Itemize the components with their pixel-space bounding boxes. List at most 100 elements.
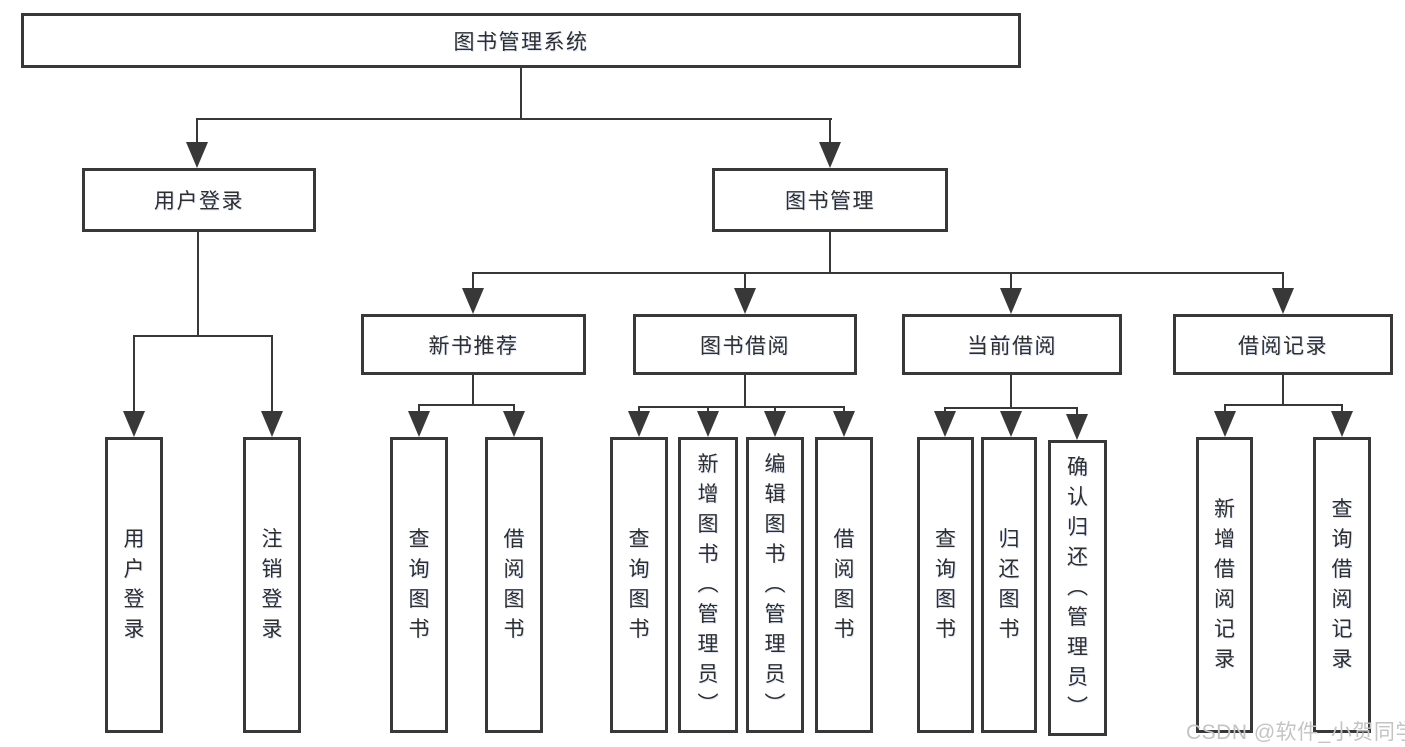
leaf-label-char: 归 bbox=[998, 528, 1020, 551]
leaf-label-char: 查 bbox=[935, 528, 956, 551]
leaf-label-char: ︶ bbox=[1067, 696, 1088, 719]
leaf-current-return-books: 归还图书 bbox=[981, 437, 1037, 733]
connector bbox=[1010, 375, 1012, 409]
arrowhead-down-icon bbox=[697, 411, 719, 437]
connector bbox=[1076, 407, 1078, 415]
node-book-mgmt-label: 图书管理 bbox=[785, 190, 875, 213]
leaf-label-char: 录 bbox=[123, 618, 145, 641]
node-root: 图书管理系统 bbox=[21, 13, 1021, 68]
connector bbox=[472, 272, 1284, 274]
connector bbox=[744, 375, 746, 408]
leaf-label-char: 销 bbox=[261, 558, 283, 581]
leaf-newbook-borrow-books: 借阅图书 bbox=[485, 437, 543, 733]
leaf-user-login: 用户登录 bbox=[105, 437, 163, 733]
leaf-label-char: 阅 bbox=[833, 558, 855, 581]
connector bbox=[638, 406, 640, 415]
leaf-label-char: 户 bbox=[123, 558, 145, 581]
leaf-label-char: 询 bbox=[935, 558, 956, 581]
leaf-label-char: 借 bbox=[1331, 558, 1353, 581]
arrowhead-down-icon bbox=[1066, 414, 1088, 440]
leaf-label-char: 书 bbox=[503, 618, 525, 641]
leaf-current-query-books: 查询图书 bbox=[917, 437, 974, 733]
connector bbox=[843, 406, 845, 415]
node-user-login-label: 用户登录 bbox=[154, 190, 244, 213]
connector bbox=[472, 375, 474, 406]
leaf-label-char: 管 bbox=[1067, 606, 1088, 629]
node-book-mgmt: 图书管理 bbox=[712, 168, 948, 232]
node-book-borrow: 图书借阅 bbox=[633, 314, 857, 375]
arrowhead-down-icon bbox=[1272, 288, 1294, 314]
arrowhead-down-icon bbox=[819, 142, 841, 168]
leaf-label-char: 增 bbox=[1214, 528, 1235, 551]
arrowhead-down-icon bbox=[1331, 411, 1353, 437]
leaf-label-char: 书 bbox=[764, 543, 786, 566]
leaf-label-char: 查 bbox=[628, 528, 650, 551]
leaf-label-char: 登 bbox=[261, 588, 283, 611]
leaf-label-char: ︵ bbox=[1067, 576, 1088, 599]
leaf-label-char: 管 bbox=[764, 603, 786, 626]
leaf-label-char: 借 bbox=[1214, 558, 1235, 581]
leaf-label-char: ︶ bbox=[697, 693, 719, 716]
connector bbox=[271, 335, 273, 413]
leaf-label-char: 登 bbox=[123, 588, 145, 611]
leaf-label-char: 图 bbox=[833, 588, 855, 611]
leaf-label-char: 阅 bbox=[1214, 588, 1235, 611]
leaf-records-query-record: 查询借阅记录 bbox=[1313, 437, 1371, 733]
leaf-label-char: 辑 bbox=[764, 483, 786, 506]
leaf-label-char: 用 bbox=[123, 528, 145, 551]
leaf-label-char: ︶ bbox=[764, 693, 786, 716]
connector bbox=[1224, 404, 1343, 406]
connector bbox=[1341, 404, 1343, 415]
arrowhead-down-icon bbox=[1000, 411, 1022, 437]
leaf-label-char: 注 bbox=[261, 528, 283, 551]
connector bbox=[197, 232, 199, 335]
leaf-label-char: 书 bbox=[408, 618, 430, 641]
leaf-label-char: 图 bbox=[697, 513, 719, 536]
leaf-label-char: 书 bbox=[697, 543, 719, 566]
leaf-label-char: 认 bbox=[1067, 486, 1088, 509]
arrowhead-down-icon bbox=[503, 411, 525, 437]
connector bbox=[513, 404, 515, 415]
leaf-label-char: 员 bbox=[764, 663, 786, 686]
node-borrow-records: 借阅记录 bbox=[1173, 314, 1393, 375]
leaf-label-char: 书 bbox=[935, 618, 956, 641]
leaf-label-char: ︵ bbox=[697, 573, 719, 596]
arrowhead-down-icon bbox=[628, 411, 650, 437]
leaf-newbook-query-books: 查询图书 bbox=[390, 437, 448, 733]
connector bbox=[472, 272, 474, 290]
node-root-label: 图书管理系统 bbox=[453, 30, 589, 54]
connector bbox=[418, 404, 420, 415]
connector bbox=[707, 406, 709, 415]
arrowhead-down-icon bbox=[833, 411, 855, 437]
leaf-label-char: ︵ bbox=[764, 573, 786, 596]
leaf-records-add-record: 新增借阅记录 bbox=[1196, 437, 1253, 733]
leaf-label-char: 借 bbox=[503, 528, 525, 551]
leaf-label-char: 理 bbox=[764, 633, 786, 656]
arrowhead-down-icon bbox=[1000, 288, 1022, 314]
node-current-borrow: 当前借阅 bbox=[902, 314, 1122, 375]
leaf-label-char: 查 bbox=[408, 528, 430, 551]
leaf-label-char: 查 bbox=[1331, 498, 1353, 521]
leaf-borrow-borrow-books: 借阅图书 bbox=[815, 437, 873, 733]
connector bbox=[1224, 404, 1226, 415]
leaf-label-char: 录 bbox=[1214, 648, 1235, 671]
leaf-label-char: 图 bbox=[408, 588, 430, 611]
node-borrow-records-label: 借阅记录 bbox=[1238, 334, 1328, 358]
node-new-book-rec: 新书推荐 bbox=[361, 314, 586, 375]
leaf-label-char: 员 bbox=[1067, 666, 1088, 689]
connector bbox=[133, 335, 135, 413]
connector bbox=[944, 407, 1078, 409]
leaf-label-char: 借 bbox=[833, 528, 855, 551]
connector bbox=[196, 118, 198, 146]
node-book-borrow-label: 图书借阅 bbox=[700, 334, 790, 358]
connector bbox=[638, 406, 845, 408]
arrowhead-down-icon bbox=[123, 411, 145, 437]
leaf-label-char: 新 bbox=[697, 453, 719, 476]
arrowhead-down-icon bbox=[261, 411, 283, 437]
connector bbox=[1282, 375, 1284, 406]
connector bbox=[1282, 272, 1284, 290]
node-current-borrow-label: 当前借阅 bbox=[967, 334, 1057, 358]
connector bbox=[197, 118, 832, 120]
leaf-borrow-query-books: 查询图书 bbox=[610, 437, 668, 733]
leaf-label-char: 确 bbox=[1067, 456, 1088, 479]
